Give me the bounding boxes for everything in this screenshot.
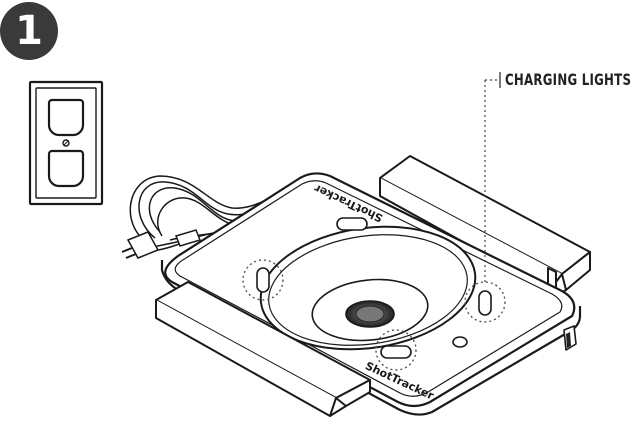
wall-outlet-icon — [28, 80, 104, 206]
charging-light-right — [464, 281, 506, 323]
callout-leader-line — [484, 72, 501, 284]
charging-light-bottom — [375, 329, 417, 371]
charging-lights-label: CHARGING LIGHTS — [505, 70, 631, 89]
charging-light-top — [336, 217, 368, 231]
front-bracket — [155, 281, 371, 417]
charging-light-left — [242, 259, 284, 301]
charging-pad-icon — [160, 172, 582, 416]
step-number-badge: 1 — [0, 2, 58, 60]
